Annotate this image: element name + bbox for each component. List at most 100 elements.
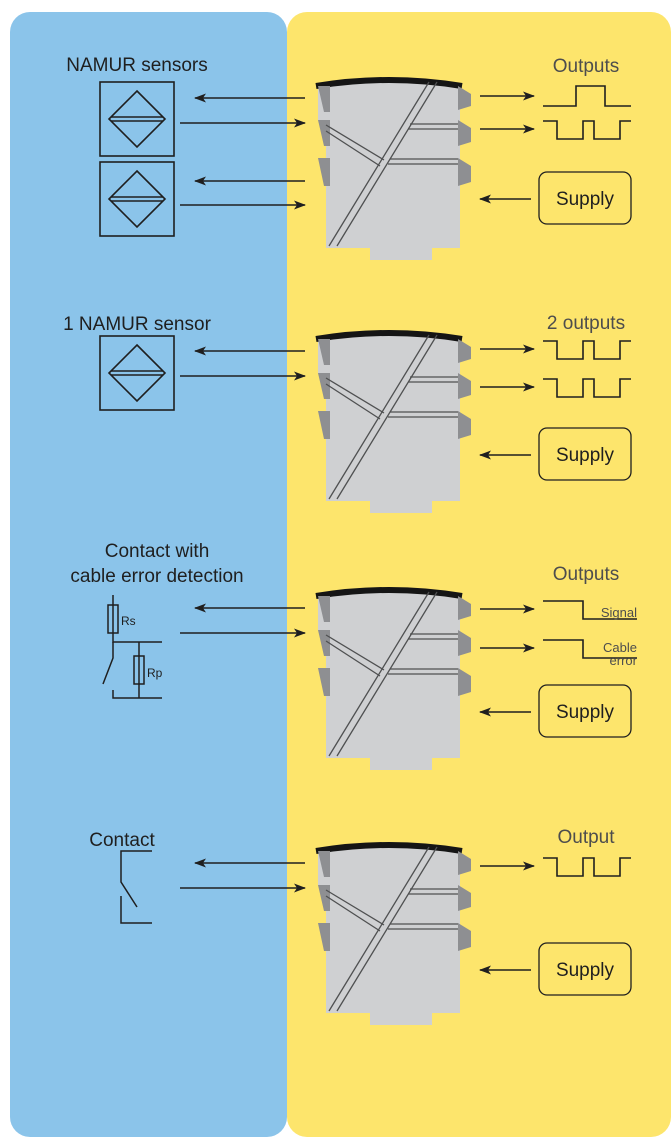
supply-label: Supply — [556, 702, 615, 723]
namur-sensor-frame — [99, 161, 175, 237]
module-left-tab — [318, 373, 330, 399]
module-right-tab — [458, 885, 471, 911]
rs-resistor — [107, 604, 119, 634]
module-top-rail — [315, 77, 463, 89]
namur-sensor-frame — [99, 81, 175, 157]
rp-resistor — [133, 655, 145, 685]
module-housing — [318, 590, 460, 770]
interface-module-icon — [315, 77, 471, 260]
namur-sensor-icon — [99, 81, 175, 157]
module-left-tab — [318, 86, 330, 112]
module-stripe — [325, 383, 381, 420]
step-high-signal-icon — [543, 85, 631, 107]
namur-sensor-icon — [99, 161, 175, 237]
supply-frame — [538, 942, 632, 996]
step-low-signal-icon — [543, 600, 637, 620]
module-stripe — [325, 377, 385, 414]
module-right-tab — [458, 923, 471, 951]
output-label: Output — [557, 827, 615, 848]
module-left-tab — [318, 668, 330, 696]
module-top-rail — [315, 842, 463, 854]
namur-sensor-diamond — [107, 89, 167, 149]
module-stripe — [336, 591, 438, 757]
namur-sensor-diamond — [107, 169, 167, 229]
module-right-tab — [458, 120, 471, 146]
input-side-panel — [10, 12, 287, 1137]
supply-label: Supply — [556, 960, 615, 981]
output-label: Outputs — [553, 564, 620, 585]
module-stripe — [328, 591, 430, 757]
module-stripe — [325, 889, 385, 926]
supply-label: Supply — [556, 445, 615, 466]
module-right-tab — [458, 339, 471, 363]
module-left-tab — [318, 923, 330, 951]
module-stripe — [328, 846, 430, 1012]
module-right-tab — [458, 373, 471, 399]
supply-label: Supply — [556, 189, 615, 210]
module-left-tab — [318, 339, 330, 365]
square-wave-signal-icon-path — [543, 378, 631, 398]
module-stripe — [336, 81, 438, 247]
module-top-rail — [315, 587, 463, 599]
step-low-signal-icon-path — [543, 639, 637, 659]
module-right-tab — [458, 630, 471, 656]
output-label: 2 outputs — [547, 313, 625, 334]
circuit-wire — [102, 642, 162, 699]
module-stripe — [328, 81, 430, 247]
interface-module-icon — [315, 587, 471, 770]
module-stripe — [325, 124, 385, 161]
module-right-tab — [458, 158, 471, 186]
square-wave-signal-icon-path — [543, 340, 631, 360]
supply-frame — [538, 427, 632, 481]
square-wave-signal-icon — [543, 378, 631, 398]
supply-frame — [538, 684, 632, 738]
module-left-tab — [318, 596, 330, 622]
signal-label: Signal — [601, 605, 637, 620]
module-left-tab — [318, 411, 330, 439]
sensor-label: NAMUR sensors — [66, 55, 207, 76]
step-low-signal-icon — [543, 639, 637, 659]
module-housing — [318, 845, 460, 1025]
step-high-signal-icon-path — [543, 85, 631, 107]
square-wave-signal-icon-path — [543, 120, 631, 140]
supply-box: Supply — [479, 427, 632, 481]
rp-label: Rp — [147, 666, 163, 680]
module-right-tab — [458, 668, 471, 696]
cable-error-label: error — [610, 653, 638, 668]
module-stripe — [325, 640, 381, 677]
square-wave-signal-icon — [543, 857, 631, 877]
module-housing — [318, 80, 460, 260]
module-left-tab — [318, 630, 330, 656]
namur-sensor-icon — [99, 335, 175, 411]
namur-sensor-frame — [99, 335, 175, 411]
module-top-rail — [315, 330, 463, 342]
module-stripe — [325, 895, 381, 932]
output-label: Outputs — [553, 56, 620, 77]
module-stripe — [336, 846, 438, 1012]
module-left-tab — [318, 120, 330, 146]
module-stripe — [328, 334, 430, 500]
module-stripe — [325, 634, 385, 671]
module-right-tab — [458, 596, 471, 620]
module-stripe — [336, 334, 438, 500]
sensor-label: 1 NAMUR sensor — [63, 314, 211, 335]
module-right-tab — [458, 851, 471, 875]
interface-module-icon — [315, 842, 471, 1025]
module-housing — [318, 333, 460, 513]
module-right-tab — [458, 86, 471, 110]
contact-switch-icon — [120, 850, 152, 924]
switch-wire — [120, 850, 152, 924]
supply-box: Supply — [479, 942, 632, 996]
interface-module-icon — [315, 330, 471, 513]
module-left-tab — [318, 851, 330, 877]
supply-box: Supply — [479, 684, 632, 738]
square-wave-signal-icon — [543, 120, 631, 140]
rs-label: Rs — [121, 614, 136, 628]
